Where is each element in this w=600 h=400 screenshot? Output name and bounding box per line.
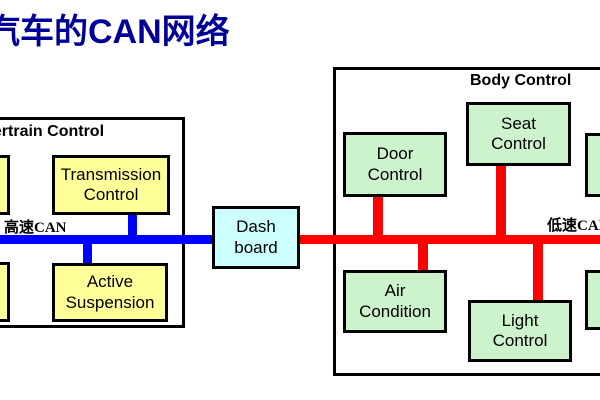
node-label-line: Control (83, 185, 139, 204)
powertrain-ecu-partial-bottom (0, 262, 10, 322)
seat-bus-connector (496, 165, 506, 238)
high-speed-can-label: 高速CAN (4, 220, 67, 236)
body-group-label: Body Control (470, 72, 572, 89)
air-condition-node: Air Condition (343, 270, 447, 333)
powertrain-control-group: Powertrain Control (0, 117, 185, 328)
active-suspension-node: Active Suspension (52, 263, 168, 322)
high-speed-can-bus-line (0, 235, 214, 244)
light-control-node: Light Control (468, 300, 572, 362)
powertrain-ecu-partial-top (0, 155, 10, 215)
air-bus-connector (418, 241, 428, 272)
node-label-line: board (234, 237, 278, 257)
transmission-bus-connector (128, 212, 137, 238)
door-bus-connector (373, 195, 383, 238)
node-label-line: Door (376, 144, 414, 164)
node-label-line: Light (501, 310, 539, 330)
body-ecu-partial-top (585, 133, 600, 197)
transmission-control-node: Transmission Control (52, 155, 170, 215)
node-label-line: Control (367, 164, 423, 184)
low-speed-can-bus-line (298, 235, 600, 244)
low-speed-can-label: 低速CAN (547, 218, 600, 234)
node-label-line: Control (492, 331, 548, 350)
node-label-line: Dash (236, 217, 276, 237)
node-label-line: Active (86, 272, 134, 292)
node-label-line: Seat (501, 113, 536, 133)
active-suspension-bus-connector (83, 240, 92, 266)
dashboard-node: Dash board (212, 206, 300, 269)
seat-control-node: Seat Control (466, 102, 571, 166)
light-bus-connector (533, 241, 543, 302)
page-title: 汽车的CAN网络 (0, 13, 230, 51)
powertrain-group-label: Powertrain Control (0, 123, 105, 140)
node-label-line: Transmission (60, 164, 162, 184)
node-label-line: Air (384, 281, 406, 301)
node-label-line: Control (491, 134, 546, 153)
body-control-group: Body Control (333, 67, 600, 376)
body-ecu-partial-bottom (585, 270, 600, 330)
node-label-line: Condition (359, 301, 431, 321)
node-label-line: Suspension (65, 292, 155, 312)
door-control-node: Door Control (343, 132, 447, 197)
